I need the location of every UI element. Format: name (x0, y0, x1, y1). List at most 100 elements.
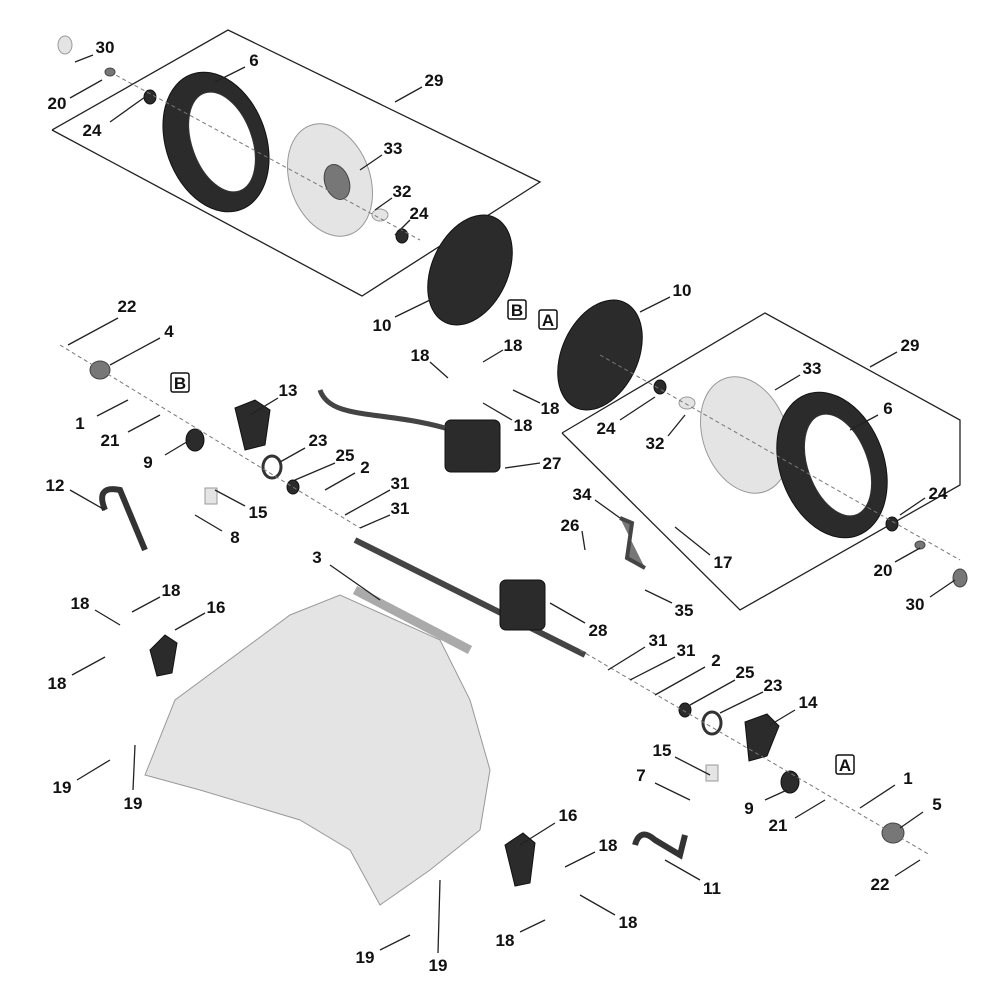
callout-29: 29 (869, 336, 920, 368)
callout-number: A (542, 311, 554, 330)
callout-number: 31 (649, 631, 668, 650)
leader-line (564, 851, 596, 868)
leader-line (74, 54, 94, 63)
callout-number: 31 (677, 641, 696, 660)
callout-9: 9 (143, 439, 191, 472)
leader-line (549, 602, 586, 624)
leader-line (519, 919, 546, 933)
callout-number: 28 (589, 621, 608, 640)
callout-17: 17 (674, 526, 732, 572)
callout-number: 7 (636, 766, 645, 785)
callout-number: 10 (373, 316, 392, 335)
leader-line (394, 219, 411, 236)
callout-25: 25 (689, 663, 754, 706)
callout-number: 22 (871, 875, 890, 894)
callout-24: 24 (394, 204, 429, 236)
leader-line (719, 691, 764, 714)
callout-number: 31 (391, 499, 410, 518)
leader-line (764, 789, 788, 801)
group-frame-lower (561, 312, 961, 611)
leader-line (607, 646, 646, 671)
marker-box (170, 372, 190, 393)
callout-2: 2 (654, 651, 721, 696)
leader-line (379, 934, 411, 951)
axle-shaft (353, 537, 587, 658)
callout-8: 8 (194, 514, 240, 547)
callout-21: 21 (769, 799, 826, 835)
leader-line (894, 547, 921, 563)
callout-number: 3 (312, 548, 321, 567)
callout-number: 18 (504, 336, 523, 355)
leader-line (644, 589, 673, 604)
leader-line (94, 609, 121, 626)
callout-number: 18 (619, 913, 638, 932)
leader-line (127, 414, 161, 433)
height-adjuster-14 (744, 713, 780, 762)
leader-line (359, 154, 383, 171)
callout-number: 18 (514, 416, 533, 435)
callout-31: 31 (607, 631, 668, 671)
reference-marker-A: A (835, 754, 855, 775)
callout-31: 31 (359, 499, 410, 529)
callout-number: 33 (803, 359, 822, 378)
callout-number: 27 (543, 454, 562, 473)
group-frame-upper (51, 29, 542, 297)
leader-line (929, 579, 956, 598)
callout-20: 20 (48, 79, 103, 113)
callout-10: 10 (373, 299, 431, 335)
callout-18: 18 (564, 836, 617, 868)
callout-number: 1 (903, 769, 912, 788)
leader-line (504, 462, 541, 469)
leader-line (512, 389, 541, 404)
marker-box (538, 309, 558, 330)
leader-line (899, 811, 924, 829)
callout-number: 19 (53, 778, 72, 797)
callout-number: 18 (541, 399, 560, 418)
deck-housing (144, 594, 491, 906)
leader-line (132, 744, 136, 791)
leader-line (69, 79, 103, 99)
callout-18: 18 (512, 389, 560, 418)
leader-line (324, 472, 356, 491)
callout-number: 24 (597, 419, 616, 438)
callout-24: 24 (899, 484, 948, 516)
leader-line (639, 296, 671, 313)
callout-number: 26 (561, 516, 580, 535)
callout-number: 15 (653, 741, 672, 760)
reference-marker-B: B (507, 299, 527, 320)
wheel-assembly-upper (57, 35, 421, 244)
lever-11 (632, 831, 688, 860)
callout-19: 19 (124, 744, 142, 813)
callout-number: 33 (384, 139, 403, 158)
part-9-left (185, 428, 205, 452)
callout-22: 22 (67, 297, 137, 346)
part-5 (881, 822, 905, 844)
leader-line (67, 317, 119, 346)
callout-1: 1 (75, 399, 129, 433)
leader-line (214, 66, 246, 83)
callout-number: 11 (703, 879, 721, 898)
callout-number: 22 (118, 297, 137, 316)
callout-29: 29 (394, 71, 444, 103)
callout-number: 18 (71, 594, 90, 613)
leader-line (581, 530, 586, 551)
callout-number: 2 (711, 651, 720, 670)
callout-number: 12 (46, 476, 65, 495)
leader-line (437, 879, 441, 954)
callout-number: 2 (360, 458, 369, 477)
callout-20: 20 (874, 547, 921, 580)
callout-number: 6 (249, 51, 258, 70)
callout-number: 29 (425, 71, 444, 90)
callout-number: 6 (883, 399, 892, 418)
leader-line (194, 514, 223, 532)
bracket-34 (619, 516, 646, 570)
callout-12: 12 (46, 476, 106, 511)
motor-27 (444, 419, 501, 473)
callout-number: 29 (901, 336, 920, 355)
callout-24: 24 (83, 96, 146, 140)
leader-line (214, 489, 246, 507)
leader-line (394, 299, 431, 318)
callout-number: 23 (309, 431, 328, 450)
